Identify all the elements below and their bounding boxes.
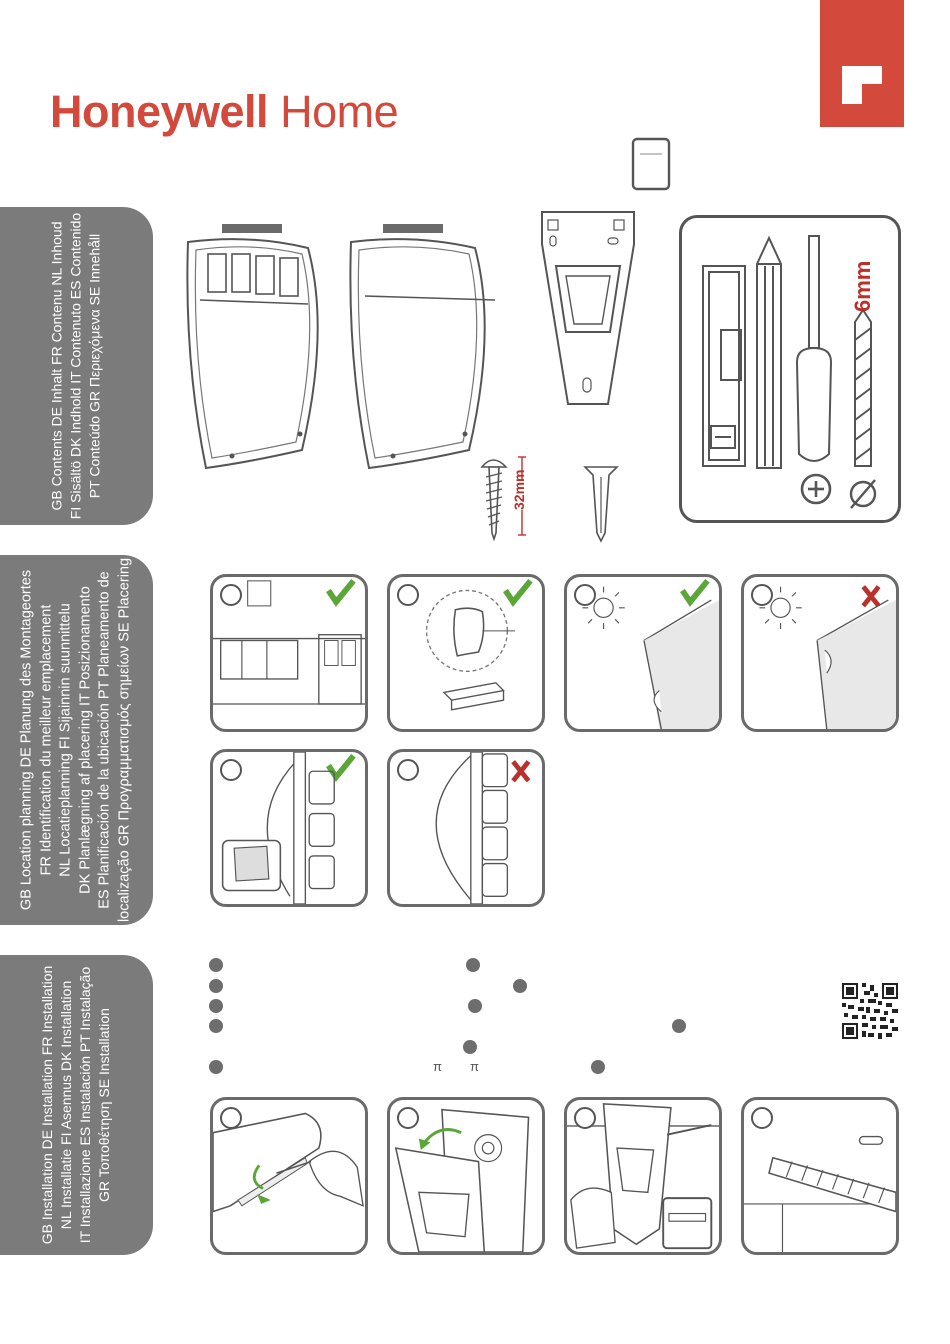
pi-symbol: π	[470, 1059, 479, 1074]
brand-logo: Honeywell Home	[50, 86, 399, 138]
sensor-with-cover-illustration	[186, 224, 319, 470]
step-number-badge	[751, 1107, 773, 1129]
location-step-panel	[387, 749, 545, 907]
step-bullet	[466, 958, 480, 972]
open-cover-illustration	[213, 1112, 364, 1213]
check-mark-icon	[326, 754, 356, 782]
step-number-badge	[397, 1107, 419, 1129]
cross-mark-icon	[861, 585, 881, 608]
location-step-panel	[741, 574, 899, 732]
required-tools-box	[679, 215, 901, 523]
corner-logo-mark	[820, 0, 904, 127]
contents-line: GB Contents DE Inhalt FR Contenu NL Inho…	[48, 221, 65, 511]
mounting-bracket-illustration	[541, 211, 635, 405]
incorrect-orientation-illustration	[435, 752, 531, 904]
location-step-panel	[210, 749, 368, 907]
location-heading: GB Location planning DE Planung des Mont…	[18, 558, 135, 922]
step-bullet	[672, 1019, 686, 1033]
mark-holes-illustration	[567, 1103, 719, 1250]
location-line: DK Planlægning af placering IT Posiziona…	[77, 586, 93, 894]
cross-mark-icon	[511, 760, 531, 783]
step-number-badge	[397, 584, 419, 606]
brand-name: Honeywell	[50, 86, 269, 137]
correct-orientation-illustration	[221, 752, 356, 904]
location-step-panel	[564, 574, 722, 732]
contents-tab: GB Contents DE Inhalt FR Contenu NL Inho…	[0, 207, 153, 525]
installation-step-panel	[387, 1097, 545, 1255]
location-line: NL Locatieplanning FI Sijainnin suunnitt…	[57, 603, 74, 877]
corner-bracket-icon	[842, 66, 882, 104]
phillips-plus-icon	[800, 473, 832, 505]
step-bullet	[513, 979, 527, 993]
wall-plug-illustration	[583, 466, 619, 543]
contents-line: FI Sisältö DK Indhold IT Contenuto ES Co…	[67, 212, 84, 520]
step-bullet	[209, 999, 223, 1013]
screw-illustration	[480, 456, 526, 542]
check-mark-icon	[326, 579, 356, 607]
step-bullet	[209, 1019, 223, 1033]
contents-line: PT Conteúdo GR Περιεχόμενα SE Innehåll	[86, 233, 103, 499]
drill-size-label: 6mm	[850, 260, 875, 312]
covered-from-sun-illustration	[582, 579, 719, 729]
step-bullet	[209, 1060, 223, 1074]
tools-illustration	[702, 235, 877, 509]
step-bullet	[463, 1040, 477, 1054]
step-bullet	[209, 958, 223, 972]
screwdriver-icon	[795, 235, 833, 462]
contents-heading: GB Contents DE Inhalt FR Contenu NL Inho…	[48, 213, 105, 519]
step-bullet	[468, 999, 482, 1013]
pi-symbol: π	[433, 1059, 442, 1074]
detection-zone-illustration	[425, 579, 533, 711]
sensor-front-illustration	[349, 224, 496, 470]
step-number-badge	[751, 584, 773, 606]
brand-sub: Home	[280, 86, 399, 137]
installation-step-panel	[741, 1097, 899, 1255]
location-line: localização GR Προγραμματισμός σημείων S…	[116, 557, 132, 923]
step-number-badge	[397, 759, 419, 781]
drill-holes-illustration	[744, 1135, 896, 1252]
exposed-to-sun-illustration	[759, 585, 896, 729]
screw-length-label: 32mm	[511, 470, 541, 510]
drill-bit-icon	[854, 308, 872, 467]
step-number-badge	[574, 584, 596, 606]
location-step-panel	[387, 574, 545, 732]
location-line: FR Identification du meilleur emplacemen…	[38, 604, 54, 876]
remove-bracket-illustration	[394, 1108, 530, 1252]
installation-step-panel	[564, 1097, 722, 1255]
installation-line: NL Installatie FI Asennus DK Installatio…	[58, 980, 74, 1230]
installation-line: IT Installazione ES Instalación PT Insta…	[77, 966, 93, 1244]
step-number-badge	[574, 1107, 596, 1129]
qr-code-icon[interactable]	[842, 983, 898, 1039]
pencil-icon	[756, 235, 782, 469]
check-mark-icon	[680, 579, 710, 607]
installation-step-panel	[210, 1097, 368, 1255]
diameter-symbol-icon	[849, 479, 877, 509]
installation-line: GB Installation DE Installation FR Insta…	[39, 965, 55, 1245]
installation-heading: GB Installation DE Installation FR Insta…	[38, 966, 114, 1245]
sun-icon	[582, 586, 625, 629]
installation-tab: GB Installation DE Installation FR Insta…	[0, 955, 153, 1255]
step-number-badge	[220, 1107, 242, 1129]
step-number-badge	[220, 759, 242, 781]
room-overview-illustration	[213, 579, 365, 705]
location-line: GB Location planning DE Planung des Mont…	[18, 569, 35, 911]
location-line: ES Planificación de la ubicación PT Plan…	[96, 571, 113, 909]
location-step-panel	[210, 574, 368, 732]
check-mark-icon	[503, 579, 533, 607]
step-bullet	[591, 1060, 605, 1074]
step-bullet	[209, 979, 223, 993]
magnet-illustration	[631, 137, 671, 191]
installation-line: GR Τοποθέτηση SE Installation	[96, 1008, 112, 1202]
location-tab: GB Location planning DE Planung des Mont…	[0, 555, 153, 925]
step-number-badge	[220, 584, 242, 606]
spirit-level-icon	[702, 265, 746, 467]
